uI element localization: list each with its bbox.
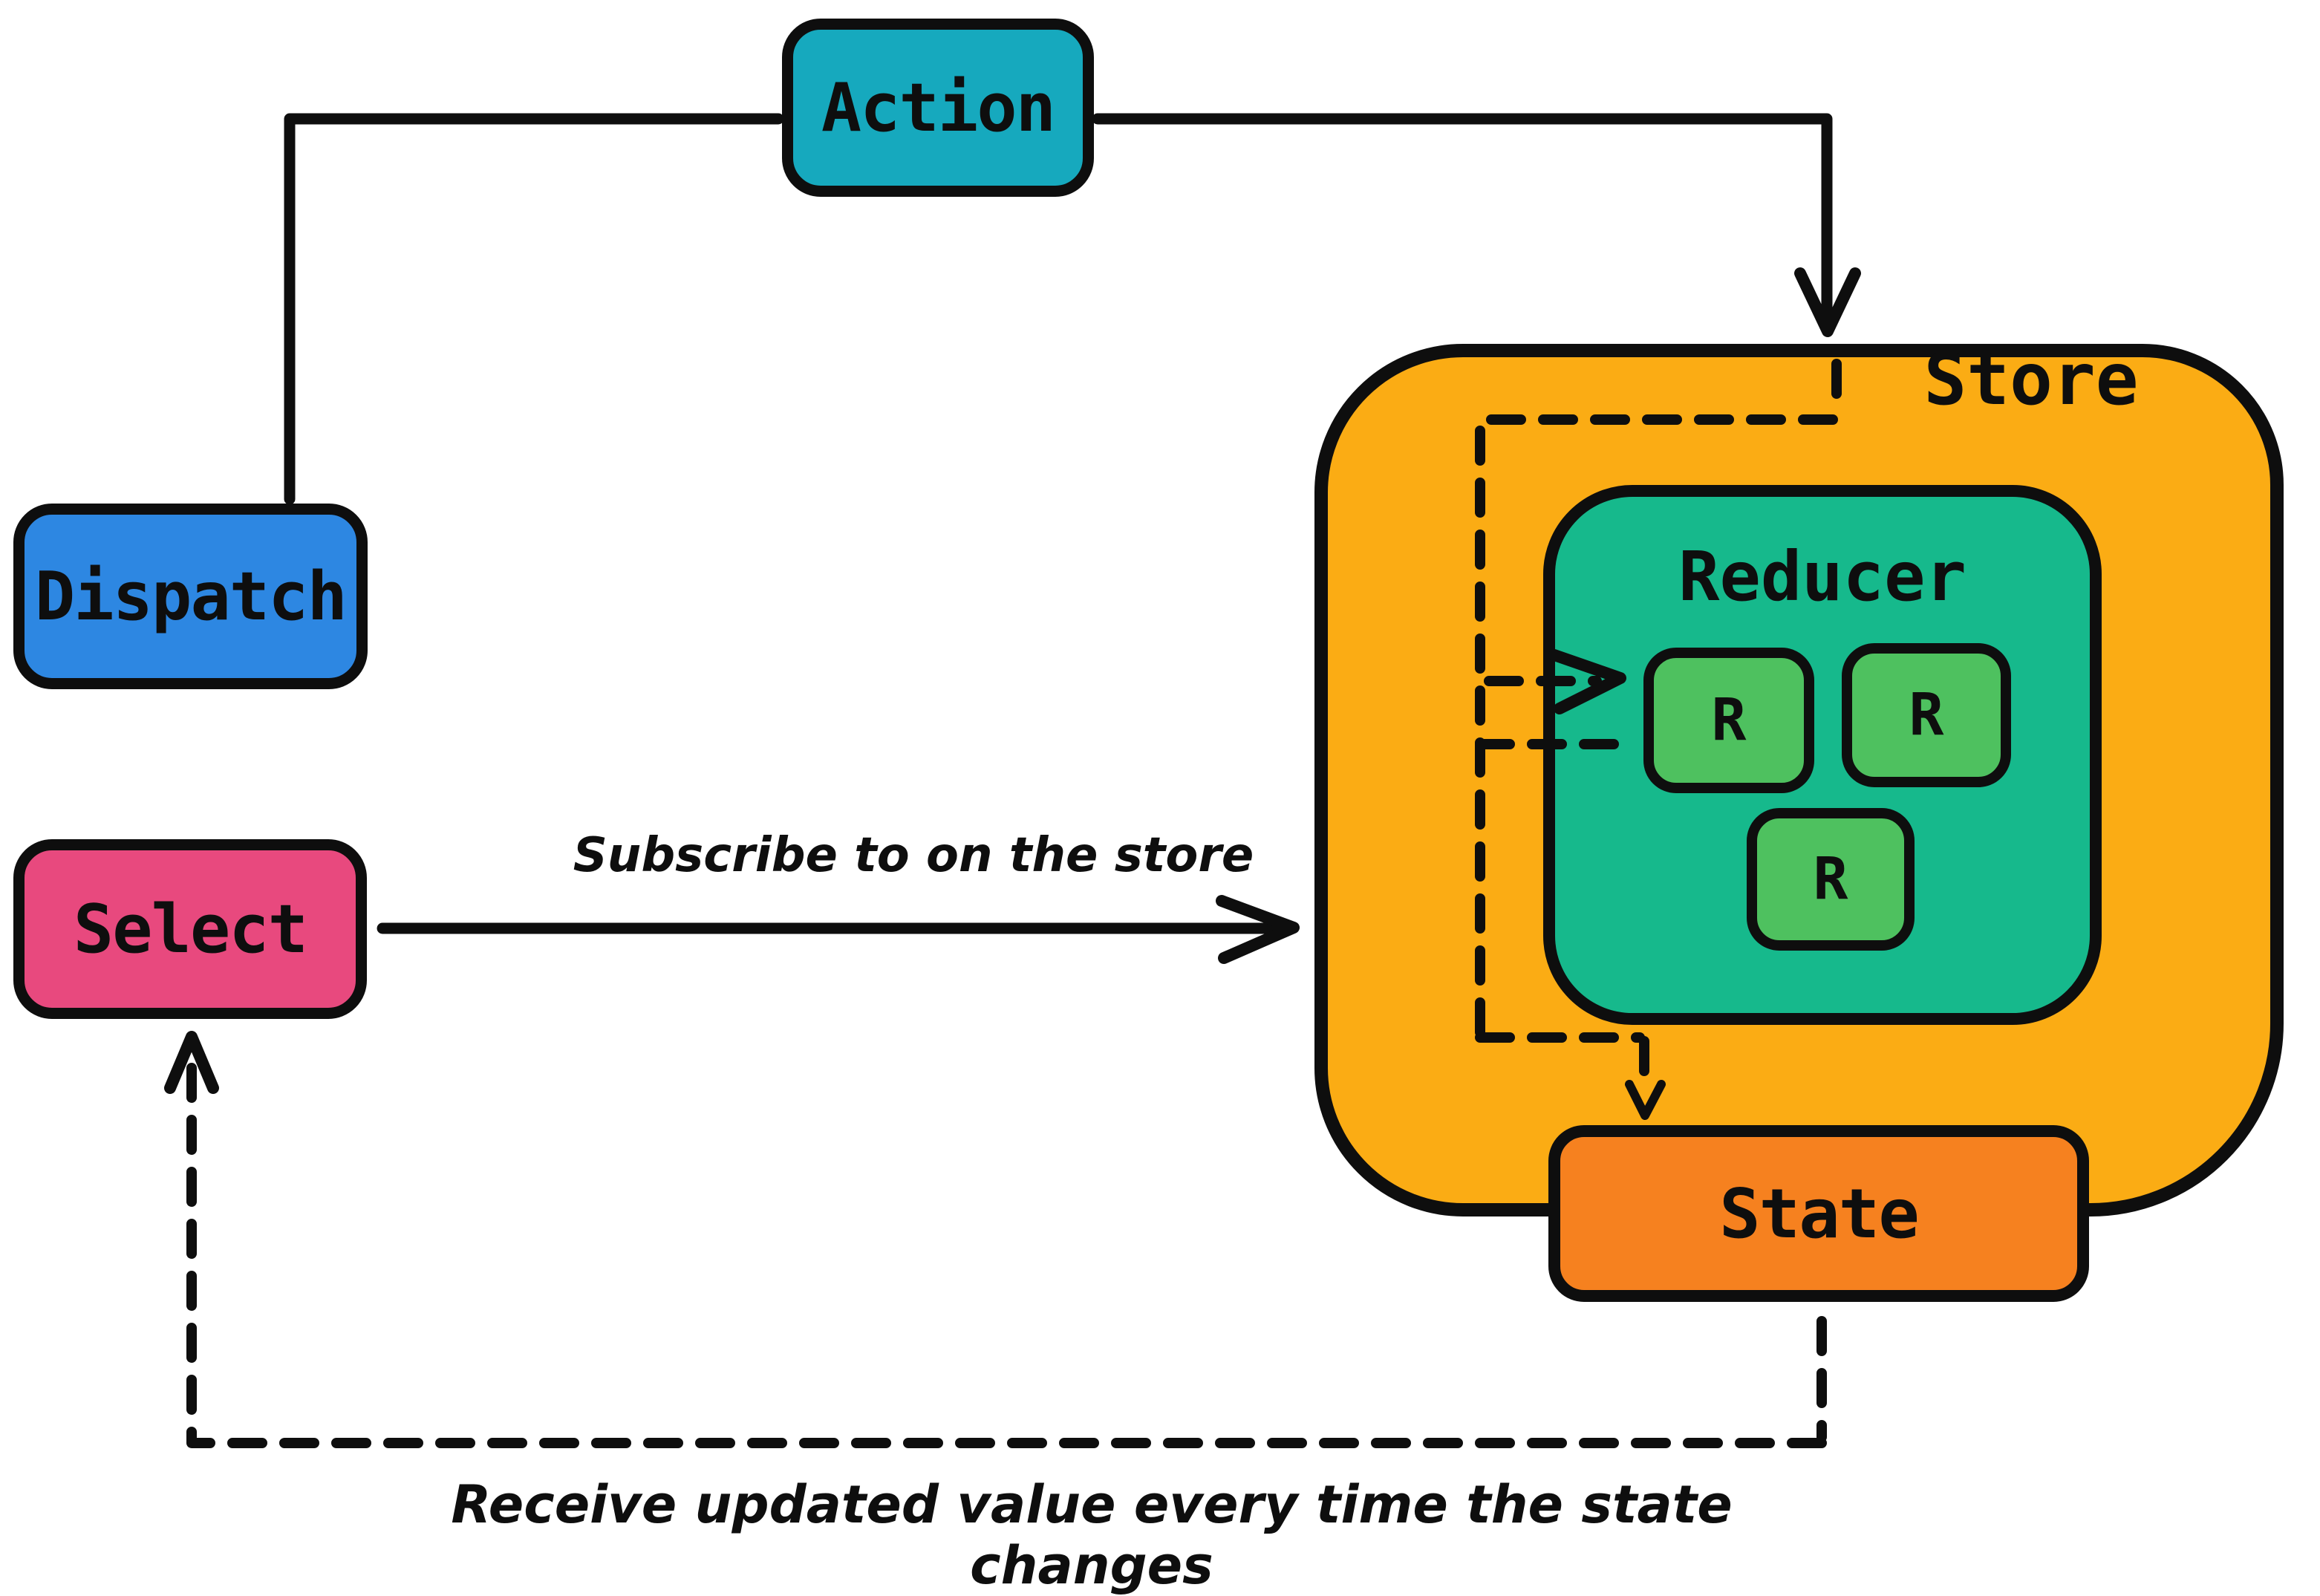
action-to-store-line xyxy=(1092,113,1833,325)
reducer-item-1-label: R xyxy=(1711,687,1747,754)
subscribe-annotation: Subscribe to on the store xyxy=(573,828,1254,883)
dispatch-label: Dispatch xyxy=(34,557,348,636)
reducer-label: Reducer xyxy=(1678,537,1967,616)
select-label: Select xyxy=(73,890,308,968)
dispatch-node: Dispatch xyxy=(13,504,368,689)
receive-annotation: Receive updated value every time the sta… xyxy=(451,1474,1733,1596)
select-node: Select xyxy=(13,839,367,1019)
select-to-store-arrowhead xyxy=(1216,895,1300,964)
reducer-item-2: R xyxy=(1842,643,2011,787)
reducer-item-3-label: R xyxy=(1813,846,1848,913)
state-node: State xyxy=(1548,1125,2089,1302)
reducer-item-1: R xyxy=(1643,648,1814,793)
dispatch-to-action-line xyxy=(284,113,784,505)
reducer-item-3: R xyxy=(1747,808,1915,951)
state-label: State xyxy=(1719,1173,1920,1254)
action-label: Action xyxy=(821,68,1056,147)
reducer-item-2-label: R xyxy=(1909,682,1944,749)
action-to-store-arrowhead xyxy=(1794,267,1861,337)
store-label: Store xyxy=(1923,337,2139,421)
action-node: Action xyxy=(782,19,1094,197)
select-arrowhead xyxy=(164,1031,219,1094)
